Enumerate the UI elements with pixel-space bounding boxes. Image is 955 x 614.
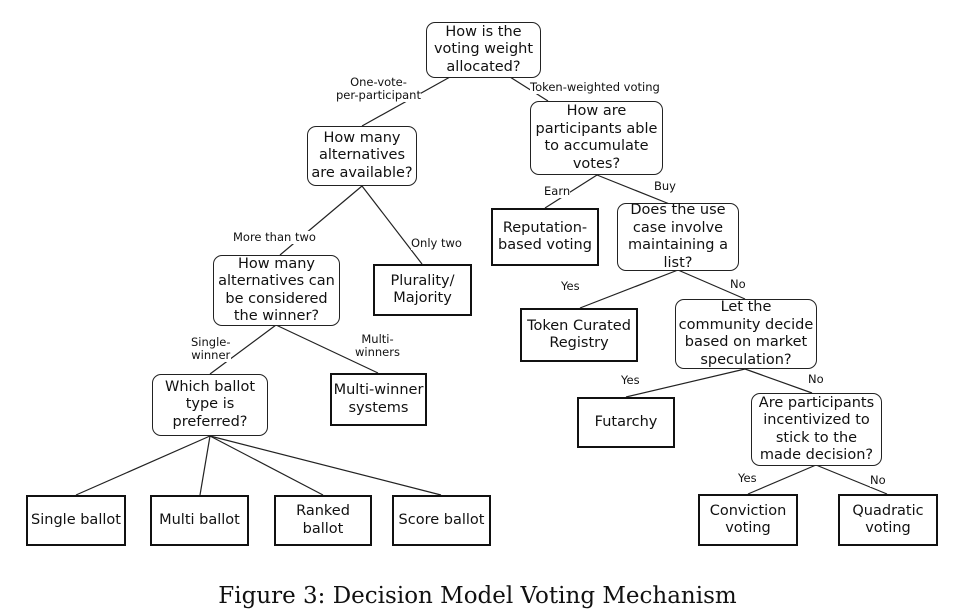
edge-ballot-to-multi	[199, 435, 211, 496]
edge-stick-to-conviction	[747, 464, 817, 495]
edge-alternatives-to-plurality	[361, 185, 423, 265]
edge-accumulate-to-list	[596, 174, 673, 206]
edge-label-no-stick: No	[870, 473, 886, 487]
edge-ballot-to-single	[75, 435, 211, 496]
edge-winner-to-ballot	[209, 324, 277, 375]
edge-label-no-spec: No	[808, 372, 824, 386]
question-accumulate-votes: How are participants able to accumulate …	[530, 101, 663, 175]
question-winner-count: How many alternatives can be considered …	[213, 255, 340, 326]
edge-label-single-winner: Single- winner	[191, 335, 231, 362]
edge-alternatives-to-winner	[279, 185, 363, 256]
leaf-conviction-voting: Conviction voting	[698, 494, 798, 546]
edge-stick-to-quadratic	[815, 464, 888, 495]
edge-label-token-weighted: Token-weighted voting	[530, 80, 660, 94]
edge-ballot-to-ranked	[209, 435, 324, 496]
edge-label-yes-list: Yes	[561, 279, 580, 293]
edge-label-more-than-two: More than two	[233, 230, 316, 244]
figure-caption: Figure 3: Decision Model Voting Mechanis…	[218, 583, 737, 609]
leaf-ranked-ballot: Ranked ballot	[274, 495, 372, 546]
question-maintain-list: Does the use case involve maintaining a …	[617, 202, 739, 271]
edge-label-multi-winners: Multi- winners	[355, 332, 400, 359]
edge-accumulate-to-reputation	[544, 174, 598, 209]
question-alternatives-available: How many alternatives are available?	[307, 126, 417, 186]
edge-list-to-tcr	[579, 269, 679, 309]
edge-label-no-list: No	[730, 277, 746, 291]
question-stick-to-decision: Are participants incentivized to stick t…	[751, 393, 882, 466]
leaf-quadratic-voting: Quadratic voting	[838, 494, 938, 546]
question-ballot-type: Which ballot type is preferred?	[152, 374, 268, 436]
edge-speculation-to-futarchy	[625, 368, 746, 398]
edge-winner-to-multiwinner	[275, 324, 379, 374]
edge-ballot-to-score	[209, 435, 442, 496]
edge-label-yes-stick: Yes	[738, 471, 757, 485]
edge-label-one-vote: One-vote- per-participant	[336, 75, 421, 102]
question-voting-weight: How is the voting weight allocated?	[426, 22, 541, 78]
edge-label-buy: Buy	[654, 179, 676, 193]
edge-list-to-speculation	[677, 269, 746, 300]
edge-label-only-two: Only two	[411, 236, 462, 250]
leaf-multi-winner-systems: Multi-winner systems	[330, 373, 427, 426]
leaf-token-curated-registry: Token Curated Registry	[520, 308, 638, 362]
edge-weight-to-accumulate	[509, 76, 549, 102]
leaf-score-ballot: Score ballot	[392, 495, 491, 546]
leaf-reputation-based-voting: Reputation- based voting	[491, 208, 599, 266]
edge-label-yes-spec: Yes	[621, 373, 640, 387]
leaf-single-ballot: Single ballot	[26, 495, 126, 546]
edge-label-earn: Earn	[544, 184, 571, 198]
leaf-multi-ballot: Multi ballot	[150, 495, 249, 546]
leaf-plurality-majority: Plurality/ Majority	[373, 264, 472, 316]
leaf-futarchy: Futarchy	[577, 397, 675, 448]
edge-speculation-to-stick	[744, 368, 813, 394]
question-market-speculation: Let the community decide based on market…	[675, 299, 817, 369]
